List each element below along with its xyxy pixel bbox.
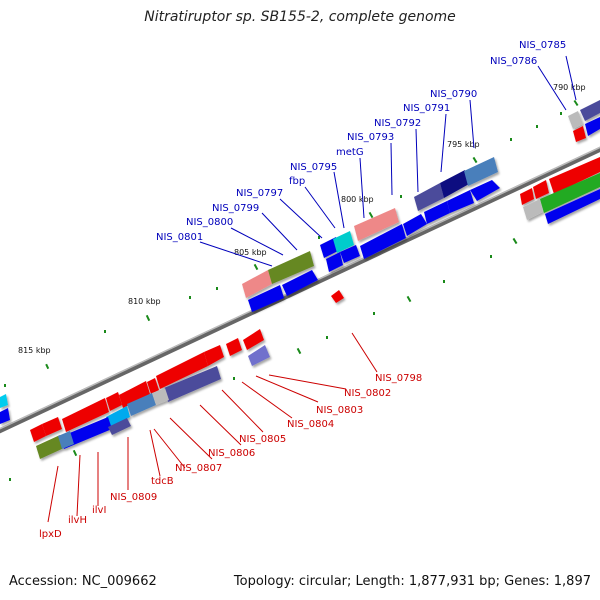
gene-label-NIS_0801[interactable]: NIS_0801 [156,232,203,243]
gene-arrow [533,180,549,199]
gene-arrow [326,252,343,272]
tick-label: 810 kbp [128,297,161,306]
gene-label-NIS_0793[interactable]: NIS_0793 [347,132,394,143]
gene-arrow [119,381,150,408]
gene-arrow [152,388,169,405]
gene-arrow [248,345,270,366]
gene-label-NIS_0803[interactable]: NIS_0803 [316,405,363,416]
gene-arrow [464,157,498,186]
outer-ticks [4,99,579,387]
gene-arrow [243,329,264,350]
topology-text: Topology: circular; Length: 1,877,931 bp… [233,574,591,589]
gene-arrow [58,431,74,449]
gene-label-ilvH[interactable]: ilvH [68,515,87,526]
tick-label: 805 kbp [234,248,267,257]
tick-label: 800 kbp [341,195,374,204]
gene-arrow [0,408,10,424]
gene-label-NIS_0795[interactable]: NIS_0795 [290,162,337,173]
gene-arrow [333,231,354,253]
gene-arrow [520,188,534,205]
tick-label: 815 kbp [18,346,51,355]
gene-arrow [523,199,543,220]
reverse-gene-track [30,290,344,459]
map-title: Nitratiruptor sp. SB155-2, complete geno… [144,9,456,25]
gene-arrow [340,245,360,263]
gene-label-NIS_0809[interactable]: NIS_0809 [110,492,157,503]
gene-arrow [156,352,208,389]
gene-arrow [403,214,427,236]
gene-label-NIS_0807[interactable]: NIS_0807 [175,463,222,474]
gene-label-NIS_0802[interactable]: NIS_0802 [344,388,391,399]
gene-label-lpxD[interactable]: lpxD [39,529,62,540]
gene-arrow [282,270,318,296]
gene-label-NIS_0797[interactable]: NIS_0797 [236,188,283,199]
gene-label-NIS_0806[interactable]: NIS_0806 [208,448,255,459]
tick-label: 790 kbp [553,83,586,92]
gene-label-NIS_0799[interactable]: NIS_0799 [212,203,259,214]
gene-label-NIS_0792[interactable]: NIS_0792 [374,118,421,129]
gene-arrow [36,435,64,459]
accession-text: Accession: NC_009662 [9,574,157,589]
gene-arrow [585,117,600,136]
gene-arrow [42,417,62,436]
gene-arrow [568,111,583,129]
gene-arrow [540,173,600,213]
gene-arrow [424,201,450,224]
tick-label: 795 kbp [447,140,480,149]
gene-arrow [268,251,314,284]
gene-arrow [108,418,131,435]
gene-arrow [106,392,122,411]
gene-arrow [331,290,344,303]
gene-arrow [127,393,156,416]
gene-arrow [147,378,159,394]
top-label-leaders [199,55,577,267]
gene-arrow [242,270,272,298]
genome-backbone [0,146,600,434]
gene-arrow [248,285,284,312]
gene-arrow [470,180,500,201]
gene-arrow [573,126,586,142]
gene-label-NIS_0800[interactable]: NIS_0800 [186,217,233,228]
gene-label-NIS_0790[interactable]: NIS_0790 [430,89,477,100]
gene-label-NIS_0798[interactable]: NIS_0798 [375,373,422,384]
gene-arrow [545,189,600,224]
gene-arrow [580,100,600,121]
gene-arrow [106,406,130,428]
gene-label-NIS_0785[interactable]: NIS_0785 [519,40,566,51]
forward-gene-track [0,100,600,424]
gene-label-ilvI[interactable]: ilvI [92,505,106,516]
gene-arrow [0,394,8,408]
gene-arrow [549,157,600,194]
gene-arrow [354,208,399,241]
gene-label-NIS_0786[interactable]: NIS_0786 [490,56,537,67]
gene-arrow [360,224,406,259]
inner-ticks [9,237,518,481]
bottom-label-leaders [47,332,378,523]
gene-arrow [440,170,469,198]
gene-label-NIS_0804[interactable]: NIS_0804 [287,419,334,430]
gene-label-NIS_0805[interactable]: NIS_0805 [239,434,286,445]
gene-arrow [414,183,444,211]
gene-label-tdcB[interactable]: tdcB [151,476,174,487]
gene-arrow [164,366,221,402]
gene-arrow [226,338,242,356]
gene-label-NIS_0791[interactable]: NIS_0791 [403,103,450,114]
gene-arrow [204,345,224,366]
gene-label-fbp[interactable]: fbp [289,176,305,187]
gene-arrow [62,398,109,432]
gene-arrow [447,190,474,213]
gene-arrow [30,424,46,442]
gene-label-metG[interactable]: metG [336,147,364,158]
